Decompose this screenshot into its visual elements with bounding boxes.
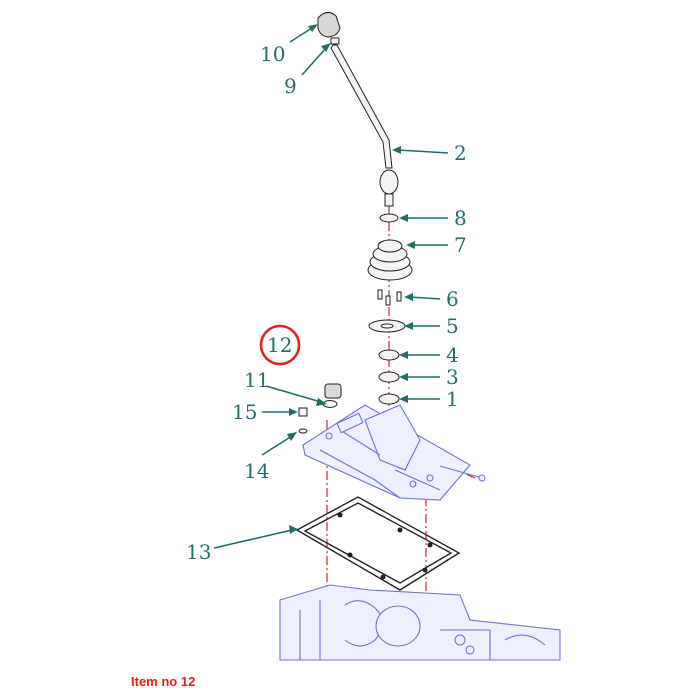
callout-labels: 10 9 2 8 7 6 5 4 3 1 12 11 15 14 13	[186, 42, 467, 564]
leader-10	[289, 27, 313, 43]
gasket-hole	[380, 574, 386, 580]
knob	[317, 12, 341, 38]
bolt-head	[298, 407, 308, 417]
leader-14	[261, 435, 293, 456]
arrowhead	[399, 395, 408, 403]
leader-6	[409, 296, 441, 300]
screw	[377, 289, 383, 300]
gearbox-cover	[302, 404, 486, 501]
housing-bolt-b	[465, 645, 475, 655]
cover-label-plate	[336, 412, 364, 434]
leader-2	[397, 149, 449, 154]
arrowhead	[399, 351, 408, 359]
lever-ball	[379, 169, 399, 195]
arrowhead	[289, 525, 298, 534]
shift-rod	[439, 465, 483, 479]
clip	[379, 213, 399, 223]
callout-12[interactable]: 12	[267, 333, 292, 357]
callout-11[interactable]: 11	[244, 368, 269, 392]
callout-10[interactable]: 10	[260, 42, 285, 66]
callout-2[interactable]: 2	[454, 141, 467, 165]
lever-stem	[384, 193, 394, 207]
gasket	[295, 496, 461, 591]
callout-1[interactable]: 1	[446, 387, 459, 411]
arrowhead	[406, 241, 415, 249]
arrowhead	[316, 398, 327, 406]
callout-7[interactable]: 7	[454, 233, 467, 257]
callout-13[interactable]: 13	[186, 540, 211, 564]
callout-4[interactable]: 4	[446, 343, 459, 367]
breather-cap	[324, 383, 342, 399]
callout-5[interactable]: 5	[446, 314, 459, 338]
ring-4	[378, 349, 400, 361]
boot-top	[377, 239, 403, 253]
callout-14[interactable]: 14	[244, 459, 269, 483]
item-caption: Item no 12	[131, 674, 196, 689]
callout-15[interactable]: 15	[232, 400, 257, 424]
gasket-outer	[295, 496, 461, 591]
gasket-hole	[337, 512, 343, 518]
lever-shaft	[330, 44, 393, 169]
plate-hole	[380, 323, 394, 329]
arrowhead	[399, 373, 408, 381]
housing-detail-right	[440, 629, 546, 660]
gasket-hole	[427, 542, 433, 548]
lever-assembly	[298, 12, 413, 434]
gasket-inner	[303, 502, 453, 584]
arrowhead	[308, 24, 318, 32]
arrowhead	[392, 146, 401, 154]
gasket-hole	[422, 567, 428, 573]
callout-8[interactable]: 8	[454, 206, 467, 230]
cover-ribs	[319, 429, 441, 499]
callout-9[interactable]: 9	[284, 74, 297, 98]
arrowhead	[321, 43, 331, 52]
arrowhead	[404, 293, 413, 301]
arrowhead	[404, 322, 413, 330]
cover-hole	[325, 432, 333, 440]
screw	[396, 291, 402, 302]
housing-bore	[375, 605, 421, 647]
callout-6[interactable]: 6	[446, 287, 459, 311]
gasket-hole	[397, 527, 403, 533]
gasket-hole	[347, 552, 353, 558]
housing-bolt-a	[454, 634, 466, 646]
leader-11	[265, 385, 322, 403]
washer-14	[298, 428, 308, 434]
cover-hole	[426, 474, 434, 482]
cover-hole	[409, 480, 417, 488]
arrowhead	[399, 214, 408, 222]
arrowhead	[289, 408, 298, 416]
arrowhead	[287, 432, 297, 441]
ring-1	[378, 393, 400, 405]
leader-lines	[213, 24, 449, 549]
ring-3	[378, 371, 400, 383]
leader-13	[213, 529, 293, 549]
nut	[330, 37, 340, 45]
shift-rod-end	[478, 474, 486, 482]
callout-3[interactable]: 3	[446, 365, 459, 389]
screw	[385, 295, 391, 306]
transmission-housing	[279, 584, 561, 661]
leader-9	[301, 47, 327, 76]
highlight-circle-12	[259, 324, 301, 366]
